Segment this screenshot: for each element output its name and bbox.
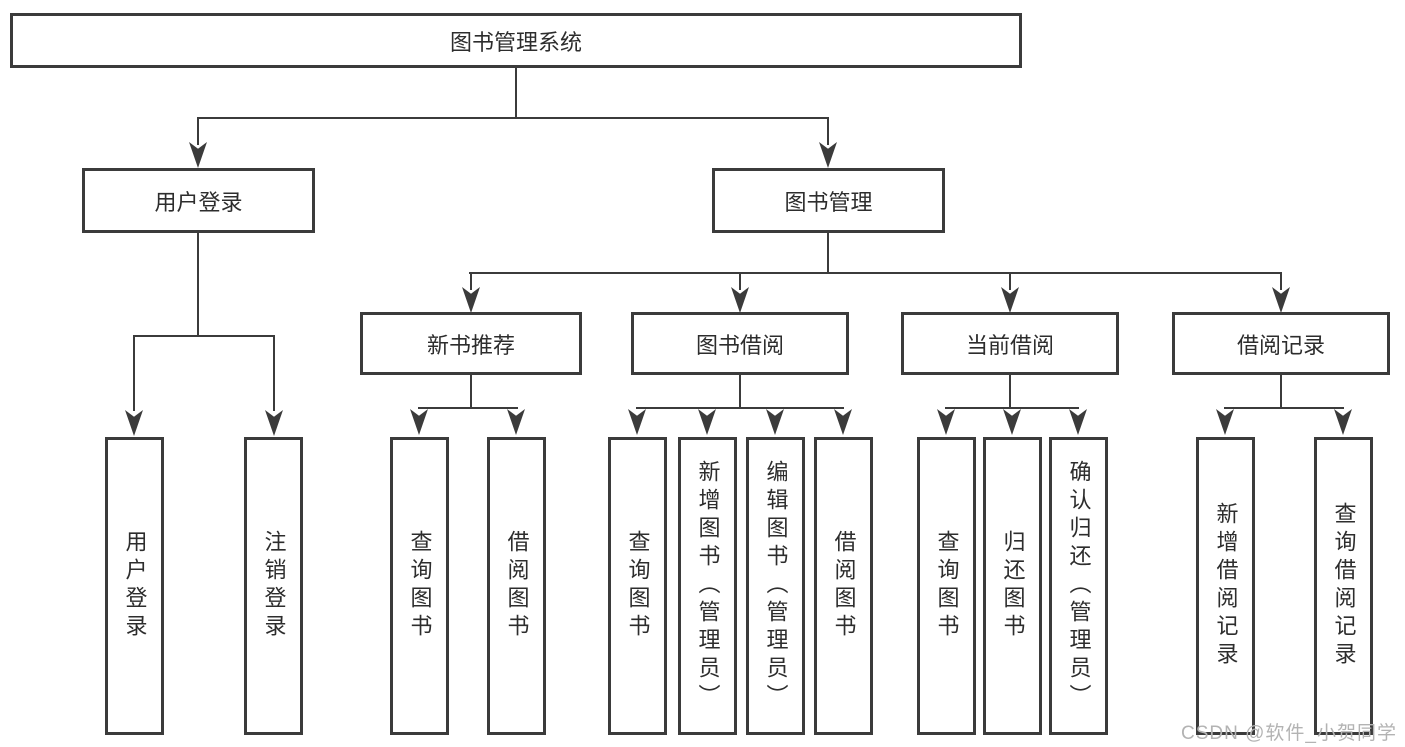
node-label: 新书推荐	[426, 332, 515, 358]
connector-line	[273, 335, 275, 411]
connector-line	[418, 407, 518, 409]
connector-line	[636, 407, 844, 409]
node-label: 编辑图书（管理员）	[763, 460, 789, 712]
node-root: 图书管理系统	[10, 13, 1022, 68]
arrow-down-icon	[766, 409, 784, 435]
arrow-down-icon	[1272, 287, 1290, 313]
node-leaf-return-books: 归还图书	[983, 437, 1042, 735]
node-label: 图书借阅	[695, 332, 784, 358]
node-label: 归还图书	[1000, 530, 1026, 642]
connector-line	[197, 117, 829, 119]
arrow-down-icon	[462, 287, 480, 313]
node-label: 用户登录	[154, 189, 243, 215]
node-label: 查询图书	[934, 530, 960, 642]
node-label: 新增借阅记录	[1213, 502, 1239, 670]
node-leaf-query-books-1: 查询图书	[390, 437, 449, 735]
node-leaf-user-login: 用户登录	[105, 437, 164, 735]
node-user-login: 用户登录	[82, 168, 315, 233]
arrow-down-icon	[731, 287, 749, 313]
node-label: 新增图书（管理员）	[695, 460, 721, 712]
connector-line	[133, 335, 135, 411]
node-borrow-records: 借阅记录	[1172, 312, 1390, 375]
connector-line	[197, 233, 199, 337]
connector-line	[470, 375, 472, 409]
arrow-down-icon	[1334, 409, 1352, 435]
connector-line	[470, 272, 472, 290]
arrow-down-icon	[937, 409, 955, 435]
connector-line	[1280, 272, 1282, 290]
arrow-down-icon	[819, 142, 837, 168]
connector-line	[197, 117, 199, 145]
watermark: CSDN @软件_小贺同学	[1181, 723, 1397, 744]
arrow-down-icon	[507, 409, 525, 435]
connector-line	[1280, 375, 1282, 409]
connector-line	[827, 233, 829, 274]
node-book-management: 图书管理	[712, 168, 945, 233]
node-label: 借阅记录	[1236, 332, 1325, 358]
node-label: 当前借阅	[965, 332, 1054, 358]
connector-line	[469, 272, 1282, 274]
node-root-label: 图书管理系统	[449, 29, 582, 55]
node-leaf-borrow-books-1: 借阅图书	[487, 437, 546, 735]
node-leaf-query-books-2: 查询图书	[608, 437, 667, 735]
connector-line	[133, 335, 275, 337]
connector-line	[945, 407, 1079, 409]
node-leaf-confirm-return-admin: 确认归还（管理员）	[1049, 437, 1108, 735]
arrow-down-icon	[1069, 409, 1087, 435]
connector-line	[1009, 375, 1011, 409]
arrow-down-icon	[1001, 287, 1019, 313]
node-label: 注销登录	[261, 530, 287, 642]
node-leaf-add-books-admin: 新增图书（管理员）	[678, 437, 737, 735]
arrow-down-icon	[189, 142, 207, 168]
connector-line	[739, 272, 741, 290]
arrow-down-icon	[125, 410, 143, 436]
node-label: 查询图书	[625, 530, 651, 642]
node-leaf-logout: 注销登录	[244, 437, 303, 735]
arrow-down-icon	[698, 409, 716, 435]
node-leaf-query-borrow-record: 查询借阅记录	[1314, 437, 1373, 735]
node-leaf-add-borrow-record: 新增借阅记录	[1196, 437, 1255, 735]
node-label: 图书管理	[784, 189, 873, 215]
node-leaf-edit-books-admin: 编辑图书（管理员）	[746, 437, 805, 735]
arrow-down-icon	[1216, 409, 1234, 435]
connector-line	[827, 117, 829, 145]
connector-line	[1224, 407, 1344, 409]
arrow-down-icon	[265, 410, 283, 436]
arrow-down-icon	[834, 409, 852, 435]
node-label: 确认归还（管理员）	[1066, 460, 1092, 712]
node-leaf-borrow-books-2: 借阅图书	[814, 437, 873, 735]
connector-line	[1009, 272, 1011, 290]
arrow-down-icon	[1003, 409, 1021, 435]
connector-line	[515, 68, 517, 119]
node-new-book-recommend: 新书推荐	[360, 312, 582, 375]
node-label: 借阅图书	[504, 530, 530, 642]
node-label: 查询图书	[407, 530, 433, 642]
node-label: 借阅图书	[831, 530, 857, 642]
node-label: 查询借阅记录	[1331, 502, 1357, 670]
node-label: 用户登录	[122, 530, 148, 642]
node-book-borrow: 图书借阅	[631, 312, 849, 375]
node-current-borrow: 当前借阅	[901, 312, 1119, 375]
connector-line	[739, 375, 741, 409]
node-leaf-query-books-3: 查询图书	[917, 437, 976, 735]
arrow-down-icon	[410, 409, 428, 435]
arrow-down-icon	[628, 409, 646, 435]
